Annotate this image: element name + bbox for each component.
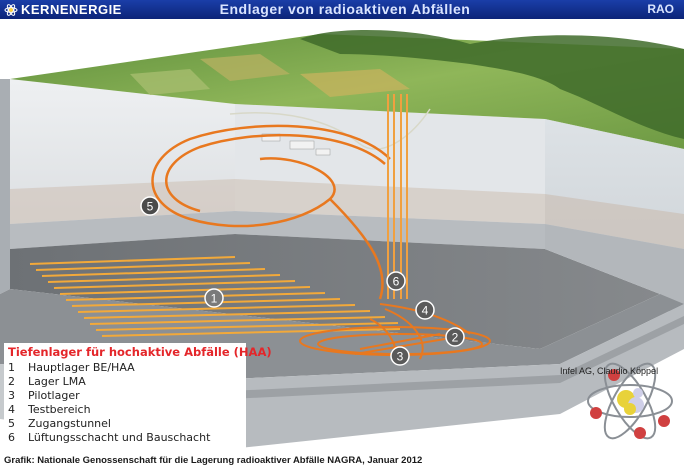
bottom-slab-stripe — [230, 316, 684, 399]
brand-name: KERNENERGIE — [21, 2, 122, 17]
rock-layer — [545, 194, 684, 249]
forest — [300, 29, 684, 140]
surface-building — [261, 133, 281, 142]
front-left-block — [0, 79, 10, 294]
image-credit: Infel AG, Claudio Köppel — [560, 366, 659, 376]
marker-1: 1 — [204, 288, 224, 308]
brand: KERNENERGIE — [4, 1, 122, 18]
atom-icon — [4, 3, 18, 16]
marker-6: 6 — [386, 271, 406, 291]
legend-item: 1 Hauptlager BE/HAA — [8, 361, 135, 375]
legend-item: 4 Testbereich — [8, 403, 91, 417]
legend-item-number: 4 — [8, 403, 15, 416]
legend-item-number: 5 — [8, 417, 15, 430]
legend-item-label: Zugangstunnel — [28, 417, 111, 430]
marker-2: 2 — [445, 327, 465, 347]
atom-logo-icon — [587, 362, 673, 440]
field — [130, 69, 210, 95]
footer: Grafik: Nationale Genossenschaft für die… — [0, 453, 684, 469]
marker-5-label: 5 — [147, 200, 154, 214]
legend-item: 3 Pilotlager — [8, 389, 80, 403]
legend-item-label: Lager LMA — [28, 375, 86, 388]
legend-item-label: Testbereich — [28, 403, 91, 416]
rock-layer — [10, 211, 545, 249]
rock-layer — [545, 224, 684, 339]
surface-building — [315, 148, 331, 156]
field — [300, 69, 410, 97]
legend-item-number: 3 — [8, 389, 15, 402]
marker-1-label: 1 — [211, 292, 218, 306]
page-title: Endlager von radioaktiven Abfällen — [219, 1, 471, 17]
marker-5: 5 — [140, 196, 160, 216]
legend-item: 2 Lager LMA — [8, 375, 86, 389]
marker-3: 3 — [390, 346, 410, 366]
legend: Tiefenlager für hochaktive Abfälle (HAA)… — [4, 343, 272, 451]
category-tag: RAO — [647, 2, 674, 16]
header-bar: KERNENERGIE Endlager von radioaktiven Ab… — [0, 0, 684, 19]
marker-6-label: 6 — [393, 275, 400, 289]
legend-title: Tiefenlager für hochaktive Abfälle (HAA) — [8, 345, 272, 359]
bottom-slab-front — [230, 304, 684, 449]
marker-4-label: 4 — [422, 304, 429, 318]
legend-item-label: Pilotlager — [28, 389, 80, 402]
main-repository-tunnels — [29, 256, 401, 337]
surface-building — [289, 140, 315, 150]
footer-credit: Grafik: Nationale Genossenschaft für die… — [4, 455, 423, 466]
marker-3-label: 3 — [397, 350, 404, 364]
legend-item-label: Hauptlager BE/HAA — [28, 361, 135, 374]
legend-item-number: 2 — [8, 375, 15, 388]
legend-item-label: Lüftungsschacht und Bauschacht — [28, 431, 211, 444]
access-tunnel — [151, 124, 391, 300]
marker-2-label: 2 — [452, 331, 459, 345]
repository-diagram: 5 1 6 4 2 3 — [0, 29, 684, 449]
legend-item-number: 1 — [8, 361, 15, 374]
marker-4: 4 — [415, 300, 435, 320]
field — [200, 54, 290, 81]
legend-item-number: 6 — [8, 431, 15, 444]
legend-item: 5 Zugangstunnel — [8, 417, 111, 431]
shafts — [387, 94, 408, 299]
repository-floor — [10, 234, 660, 349]
legend-item: 6 Lüftungsschacht und Bauschacht — [8, 431, 210, 445]
